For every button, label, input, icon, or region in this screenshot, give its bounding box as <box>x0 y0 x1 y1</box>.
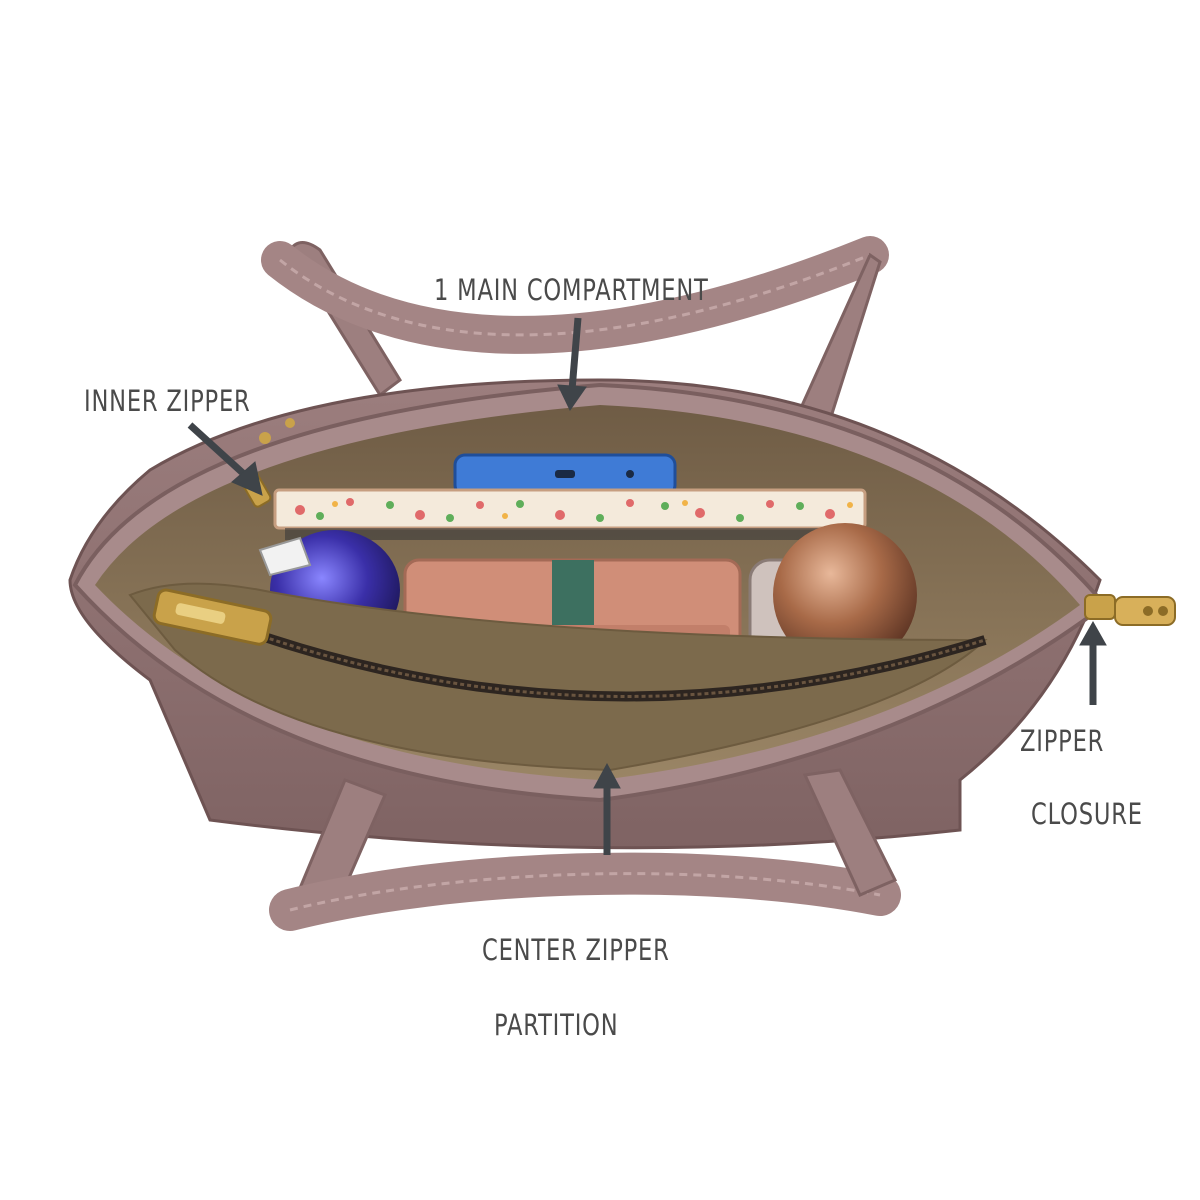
phone <box>453 453 677 497</box>
bottom-handles <box>269 768 901 931</box>
label-zipper: ZIPPER <box>1020 724 1105 758</box>
arrow-inner-zipper <box>187 422 263 496</box>
main-zipper-pull <box>1084 594 1176 626</box>
label-main-compartment: 1 MAIN COMPARTMENT <box>434 273 709 307</box>
arrow-zipper-closure <box>1079 620 1107 705</box>
label-closure: CLOSURE <box>1031 797 1143 831</box>
arrow-center-partition <box>593 762 621 855</box>
inner-pocket <box>128 582 988 772</box>
arrow-main-compartment <box>557 317 587 411</box>
label-partition: PARTITION <box>494 1008 619 1042</box>
label-inner-zipper: INNER ZIPPER <box>84 384 251 418</box>
label-center-zipper: CENTER ZIPPER <box>482 933 670 967</box>
inner-zipper-pull <box>152 588 273 646</box>
top-handles <box>261 236 889 422</box>
floral-notebook <box>273 488 867 540</box>
center-zipper <box>228 620 987 702</box>
